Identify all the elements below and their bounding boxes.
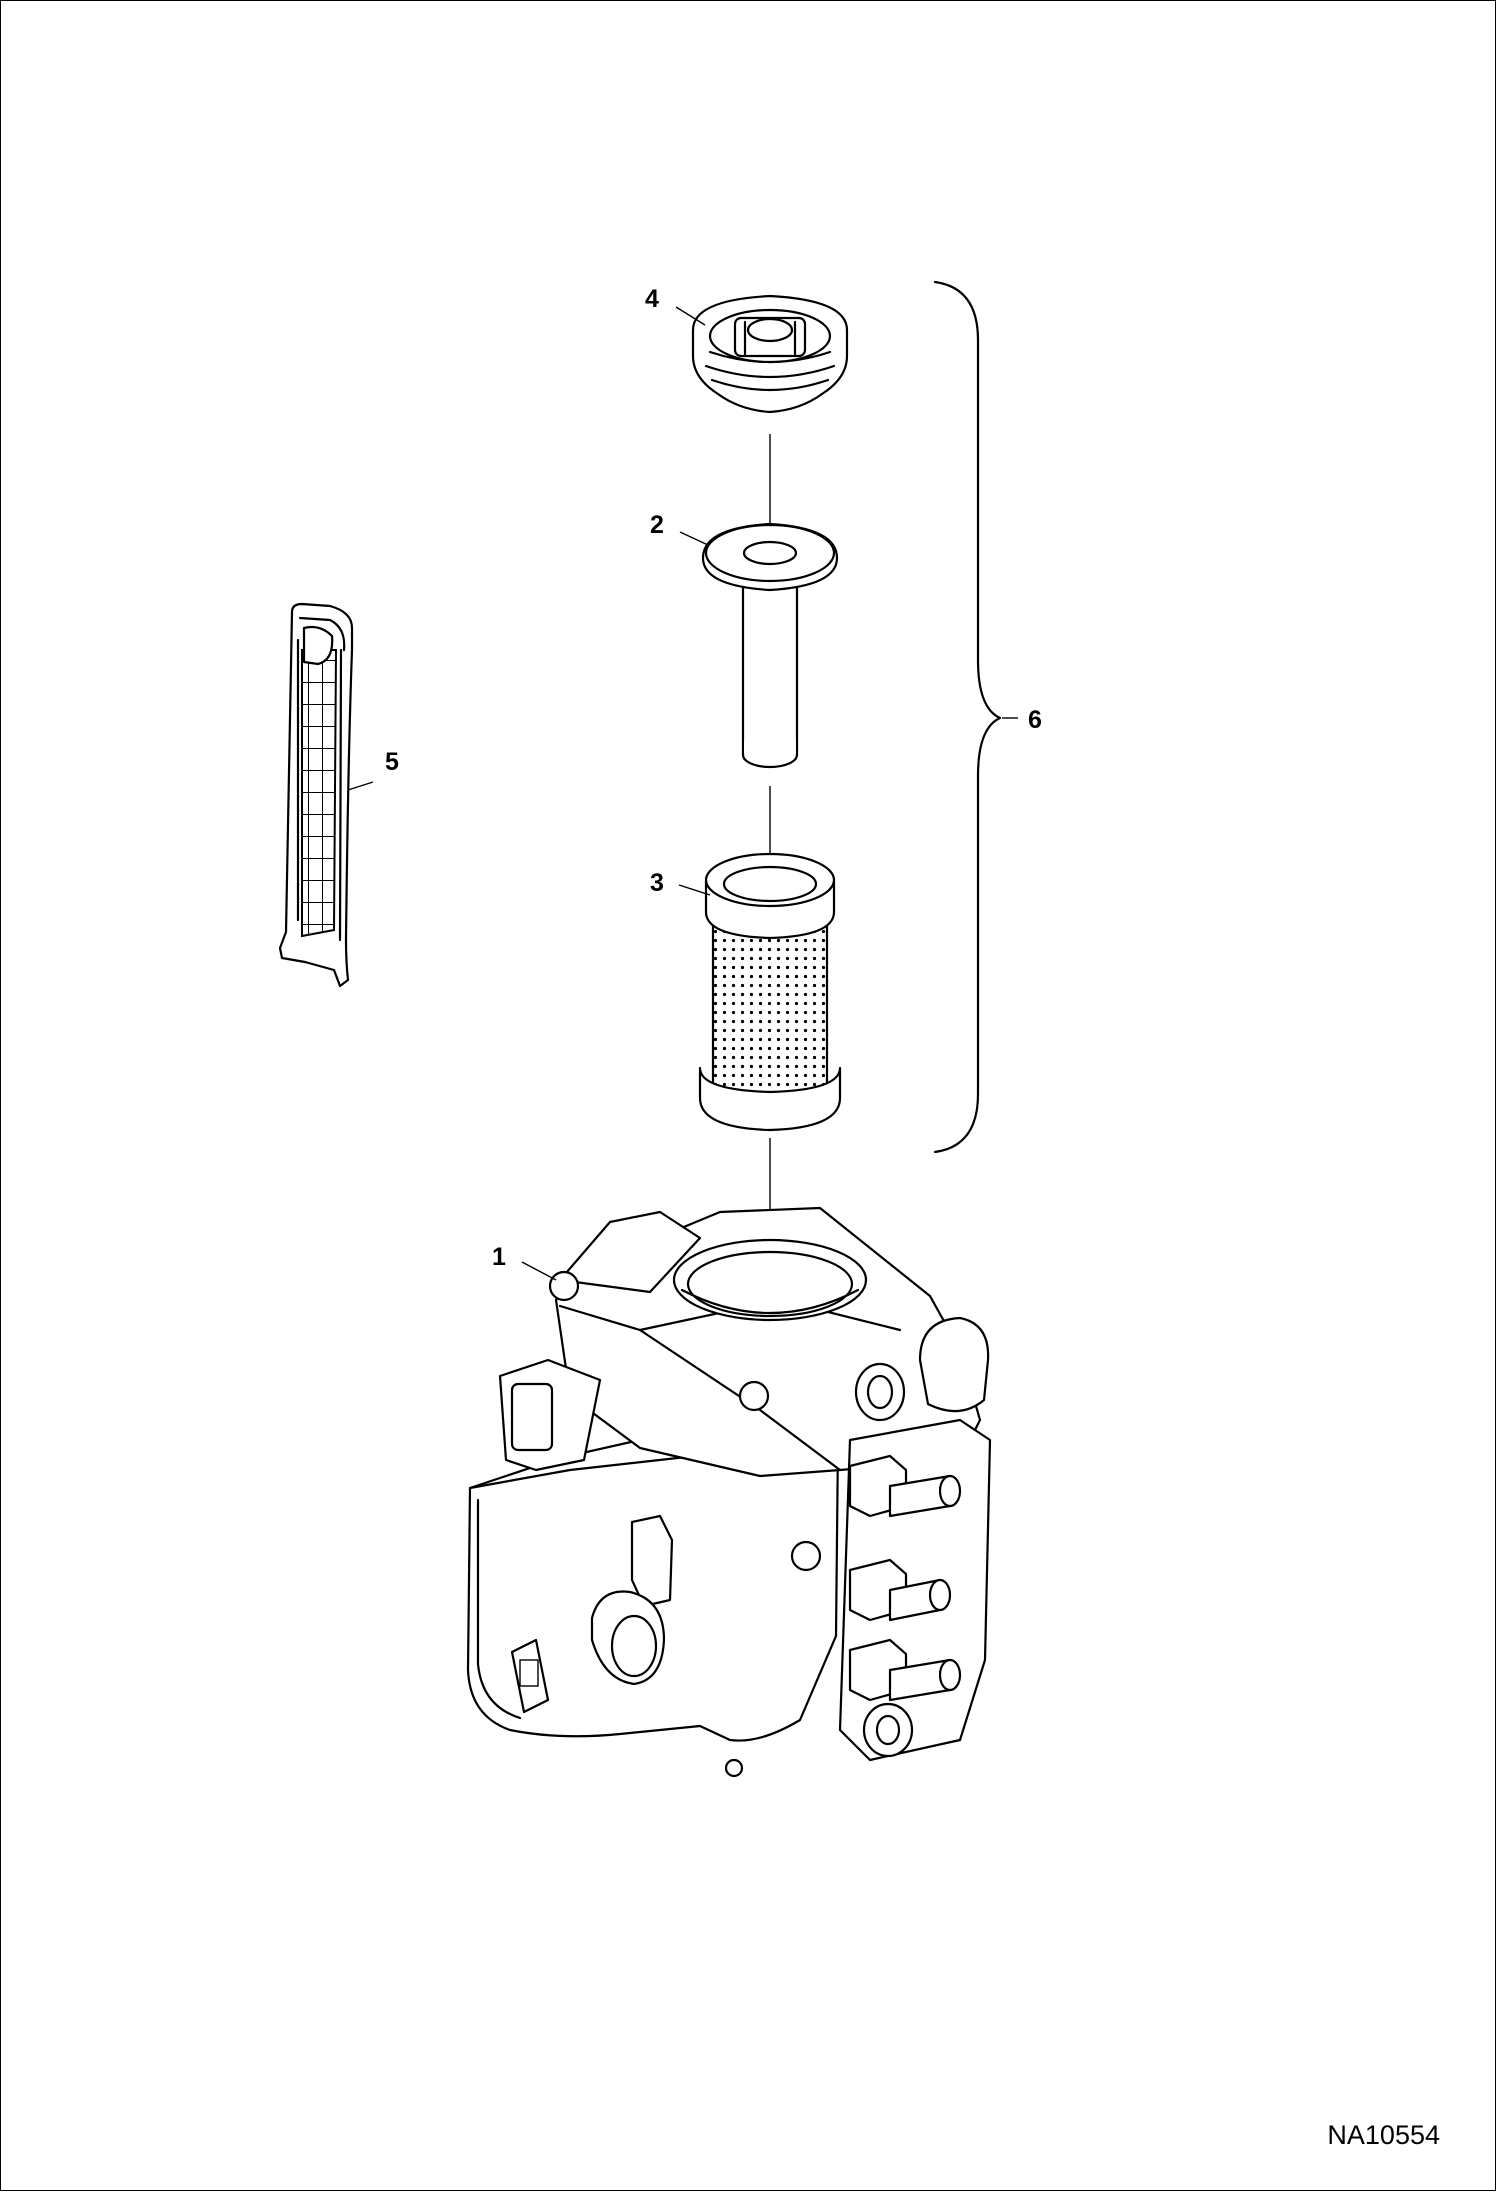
callout-5: 5 (385, 748, 399, 776)
callout-6: 6 (1028, 706, 1042, 734)
part-3-filter-element (698, 852, 842, 1132)
part-5-dipstick (278, 602, 354, 988)
callout-1: 1 (492, 1243, 506, 1271)
figure-code: NA10554 (1327, 2120, 1440, 2150)
part-1-reservoir-housing (466, 1206, 992, 1778)
callout-4: 4 (645, 285, 659, 313)
part-4-filter-cap (691, 294, 849, 414)
part-2-seal-standpipe (701, 522, 839, 769)
port-fittings (848, 1454, 962, 1758)
callout-2: 2 (650, 511, 664, 539)
callout-3: 3 (650, 869, 664, 897)
kit-6-brace (933, 280, 1002, 1154)
leader-lines (347, 306, 1018, 1281)
